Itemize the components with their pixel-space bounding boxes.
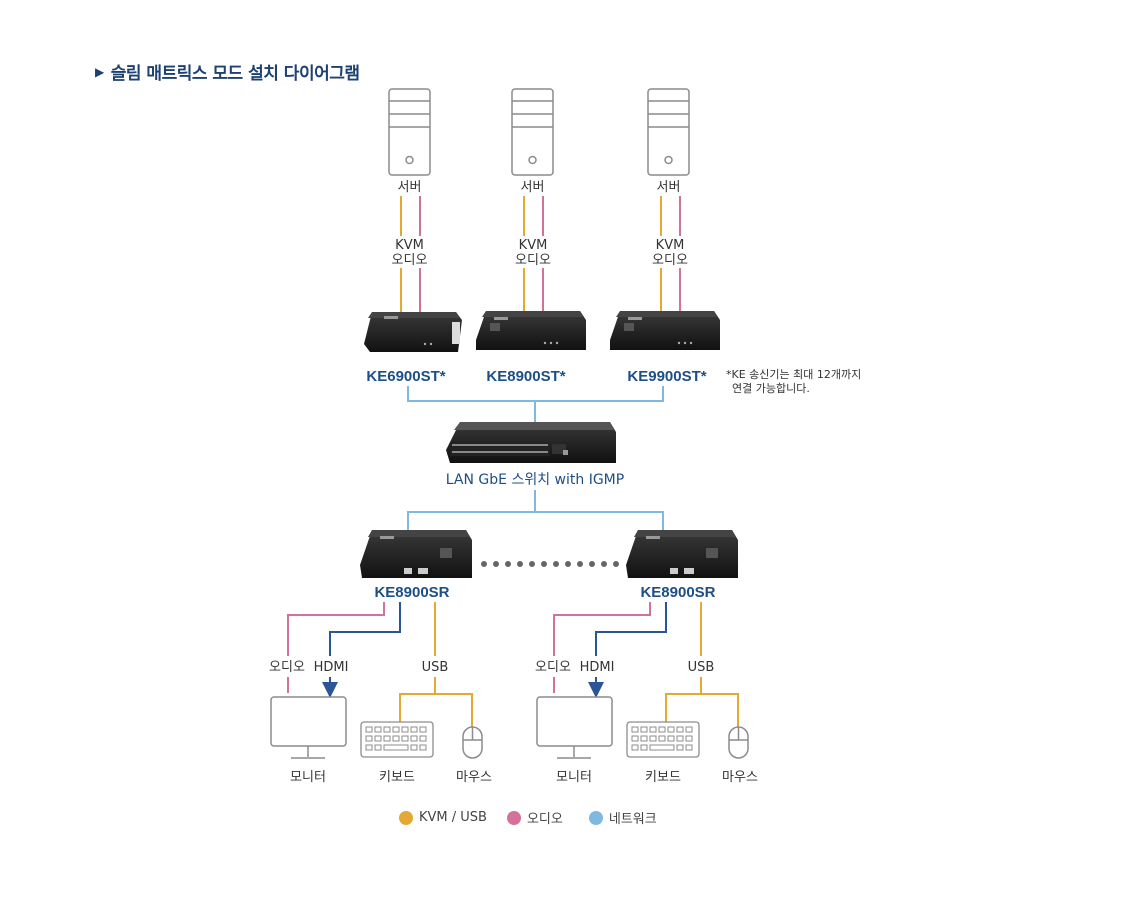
server-label: 서버 <box>657 180 681 195</box>
extender-device-icon <box>626 530 738 578</box>
receiver-model: KE8900SR <box>640 584 715 601</box>
legend-label: 오디오 <box>526 812 563 827</box>
mouse-label: 마우스 <box>722 770 758 785</box>
server-3: 서버 <box>647 88 690 195</box>
network-links-top <box>407 386 664 423</box>
switch-label: LAN GbE 스위치 with IGMP <box>446 472 624 488</box>
hdmi-cable <box>595 602 667 656</box>
link-label-kvm: KVM <box>656 238 685 253</box>
hdmi-label: HDMI <box>580 660 615 675</box>
hdmi-cable <box>329 602 401 656</box>
usb-label: USB <box>422 660 449 675</box>
audio-label: 오디오 <box>269 660 305 675</box>
transmitter-note-line-1: *KE 송신기는 최대 12개까지 <box>726 368 861 381</box>
server-icon <box>647 88 690 176</box>
network-cable <box>407 511 664 532</box>
legend-label: KVM / USB <box>419 810 487 825</box>
keyboard-label: 키보드 <box>379 770 415 785</box>
receiver-1-cables <box>287 602 473 727</box>
monitor-icon <box>270 696 347 759</box>
network-cable <box>407 386 664 402</box>
server-2: 서버 <box>511 88 554 195</box>
legend-item-audio: 오디오 <box>506 808 563 827</box>
audio-cable <box>287 602 385 656</box>
transmitter-note-line-2: 연결 가능합니다. <box>732 382 810 395</box>
usb-cable <box>399 693 473 727</box>
receiver-2: KE8900SR <box>626 530 738 601</box>
transmitter-3: KE9900ST* <box>610 311 720 385</box>
usb-cable <box>665 693 739 727</box>
transmitter-2: KE8900ST* <box>476 311 586 385</box>
link-label-audio: 오디오 <box>515 253 551 268</box>
transmitter-model: KE9900ST* <box>627 368 706 385</box>
mouse-icon <box>462 726 483 759</box>
link-label-kvm: KVM <box>519 238 548 253</box>
mouse-label: 마우스 <box>456 770 492 785</box>
server-label: 서버 <box>398 180 422 195</box>
legend-item-kvm-usb: KVM / USB <box>399 810 487 825</box>
legend-item-network: 네트워크 <box>588 808 657 827</box>
server-links <box>400 196 681 314</box>
extender-device-icon <box>476 311 586 350</box>
legend-label: 네트워크 <box>608 812 657 827</box>
server-1: 서버 <box>388 88 431 195</box>
audio-cable <box>553 602 651 656</box>
transmitter-model: KE6900ST* <box>366 368 445 385</box>
monitor-label: 모니터 <box>290 770 326 785</box>
monitor-label: 모니터 <box>556 770 592 785</box>
network-links-bottom <box>407 490 664 532</box>
legend-dot-icon <box>588 810 603 825</box>
legend: KVM / USB 오디오 네트워크 <box>399 808 677 827</box>
link-label-kvm: KVM <box>395 238 424 253</box>
usb-label: USB <box>688 660 715 675</box>
keyboard-label: 키보드 <box>645 770 681 785</box>
monitor-icon <box>536 696 613 759</box>
switch-device-icon <box>446 422 616 463</box>
link-label-audio: 오디오 <box>392 253 428 268</box>
server-icon <box>388 88 431 176</box>
audio-label: 오디오 <box>535 660 571 675</box>
triangle-bullet-icon: ▶ <box>95 64 104 79</box>
extender-device-icon <box>360 530 472 578</box>
server-icon <box>511 88 554 176</box>
extender-device-icon <box>610 311 720 350</box>
legend-dot-icon <box>506 810 521 825</box>
receiver-2-cables <box>553 602 739 727</box>
legend-dot-icon <box>399 810 413 825</box>
receiver-1: KE8900SR <box>360 530 472 601</box>
transmitter-1: KE6900ST* <box>364 312 462 385</box>
keyboard-icon <box>626 721 700 758</box>
extender-device-icon <box>364 312 462 352</box>
hdmi-label: HDMI <box>314 660 349 675</box>
mouse-icon <box>728 726 749 759</box>
transmitter-model: KE8900ST* <box>486 368 565 385</box>
receiver-model: KE8900SR <box>374 584 449 601</box>
server-label: 서버 <box>521 180 545 195</box>
diagram-title: ▶ 슬림 매트릭스 모드 설치 다이어그램 <box>95 59 360 84</box>
network-switch: LAN GbE 스위치 with IGMP <box>446 422 624 488</box>
keyboard-icon <box>360 721 434 758</box>
link-label-audio: 오디오 <box>652 253 688 268</box>
more-receivers-dots <box>481 561 619 567</box>
diagram-title-text: 슬림 매트릭스 모드 설치 다이어그램 <box>110 64 360 84</box>
